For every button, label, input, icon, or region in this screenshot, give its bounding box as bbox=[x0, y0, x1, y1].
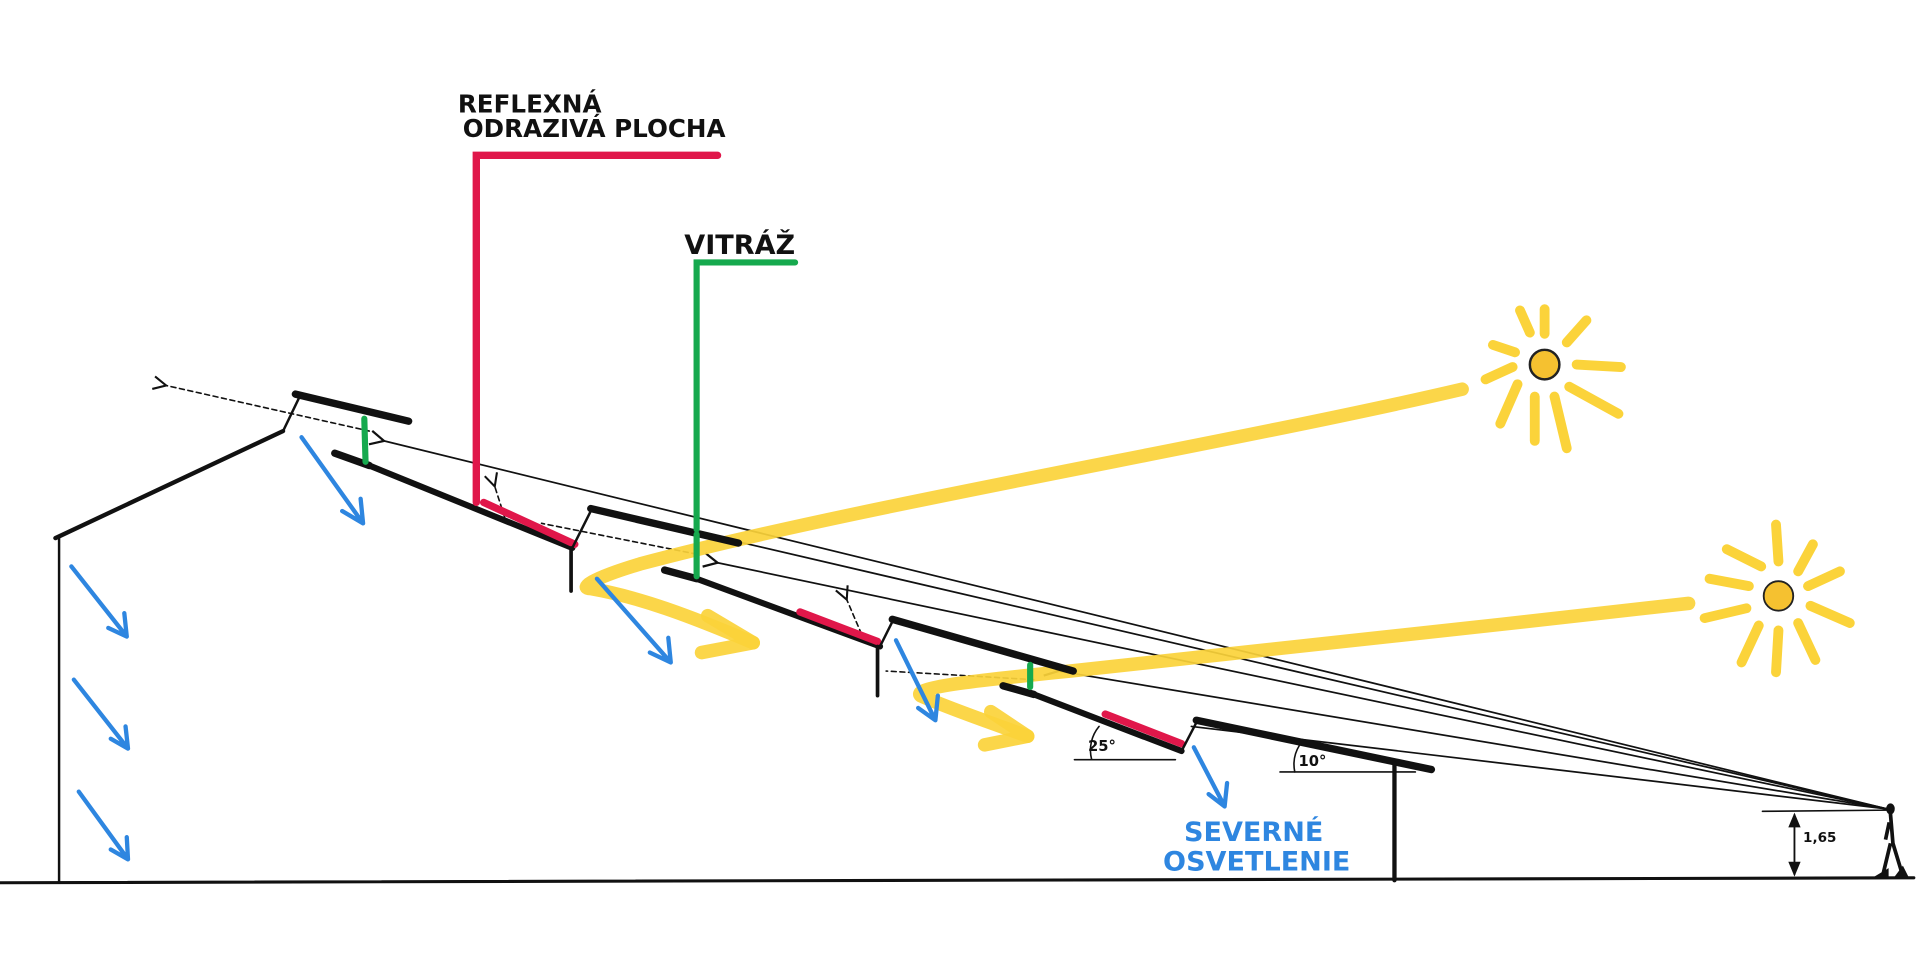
label-vitraz: VITRÁŽ bbox=[684, 229, 795, 261]
ground-line bbox=[0, 876, 1916, 885]
angle-label-10: 10° bbox=[1298, 753, 1326, 770]
sun-rays-beams bbox=[579, 382, 1696, 752]
glass-leader-line bbox=[693, 259, 799, 533]
roof-shed-1 bbox=[281, 390, 579, 552]
person-icon bbox=[1873, 803, 1909, 878]
eye-height-label: 1,65 bbox=[1803, 830, 1836, 846]
label-reflexna: REFLEXNÁ bbox=[458, 89, 602, 118]
roof-shed-2 bbox=[569, 504, 884, 650]
sun-icon bbox=[1699, 519, 1855, 678]
roof-shed-4 bbox=[1180, 716, 1436, 883]
label-severne: SEVERNÉ bbox=[1184, 816, 1323, 848]
eye-height-dimension: 1,65 bbox=[1761, 809, 1891, 877]
north-light-arrows bbox=[69, 435, 1230, 862]
left-building bbox=[53, 428, 286, 884]
angle-label-25: 25° bbox=[1088, 738, 1116, 755]
label-odraziva-plocha: ODRAZIVÁ PLOCHA bbox=[463, 114, 726, 143]
label-osvetlenie: OSVETLENIE bbox=[1163, 846, 1350, 877]
roof-shed-3 bbox=[875, 615, 1186, 755]
angle-marker-25: 25° bbox=[1073, 725, 1177, 761]
reflective-leader-line bbox=[472, 151, 722, 507]
reflection-dashed-lines bbox=[166, 386, 1035, 681]
angle-marker-10: 10° bbox=[1279, 744, 1417, 773]
sight-lines bbox=[384, 441, 1888, 810]
sun-icon bbox=[1480, 304, 1626, 454]
